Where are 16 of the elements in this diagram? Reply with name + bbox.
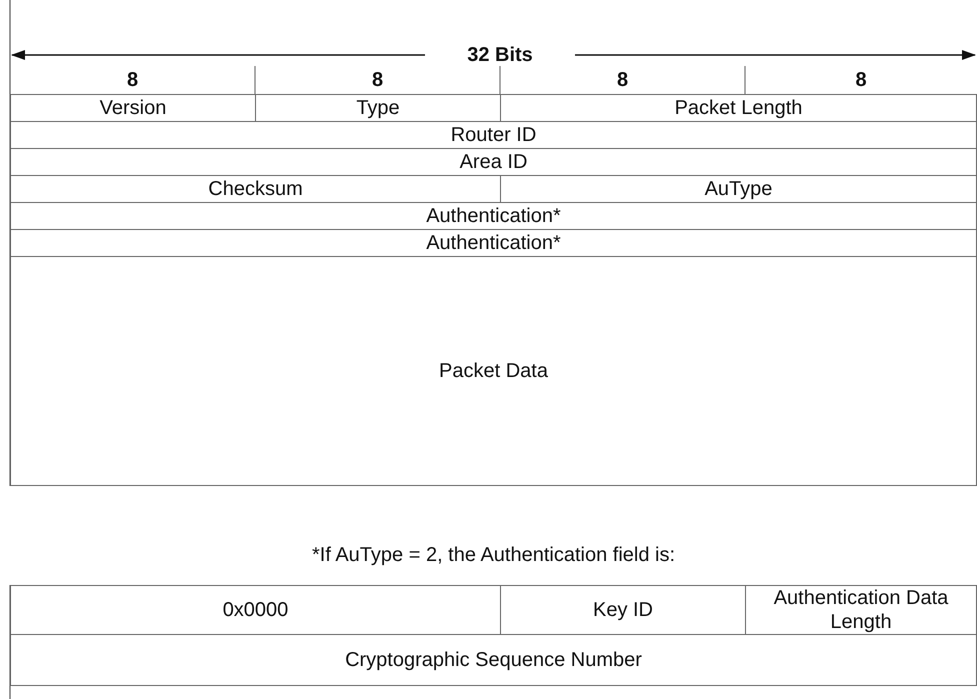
field-cell: Cryptographic Sequence Number	[10, 634, 977, 686]
field-cell: Packet Length	[500, 94, 977, 122]
footnote-text: *If AuType = 2, the Authentication field is:	[312, 543, 676, 567]
bit-width-label: 8	[616, 68, 628, 92]
field-cell: 0x0000	[10, 585, 501, 635]
bit-width-label: 8	[372, 68, 384, 92]
field-cell: Authentication*	[10, 229, 977, 257]
bit-width-label: 8	[855, 68, 867, 92]
field-cell: Authentication Data Length	[745, 585, 977, 635]
field-cell: Version	[10, 94, 256, 122]
field-cell: Packet Data	[10, 256, 977, 486]
dimension-label: 32 Bits	[467, 43, 533, 67]
field-cell: Authentication*	[10, 202, 977, 230]
field-cell: Area ID	[10, 148, 977, 176]
field-cell: Router ID	[10, 121, 977, 149]
bit-width-label: 8	[126, 68, 138, 92]
